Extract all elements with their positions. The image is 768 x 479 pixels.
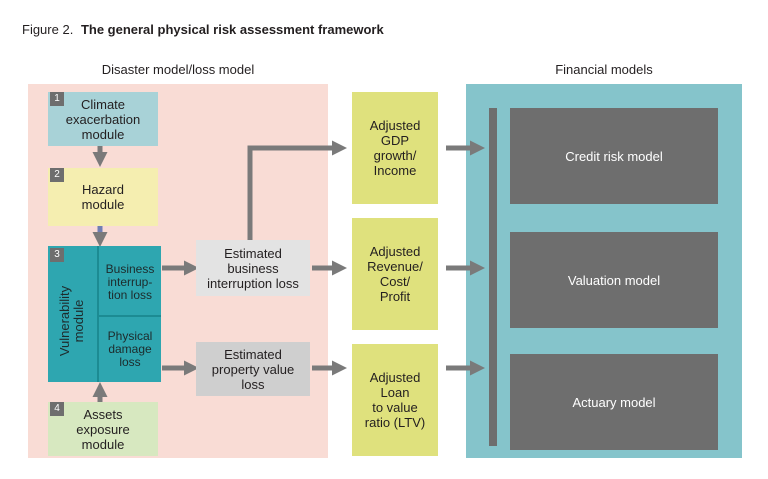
- climate-exacerbation-module: Climate exacerbation module: [48, 92, 158, 146]
- hazard-module: Hazard module: [48, 168, 158, 226]
- vulnerability-module: [48, 246, 161, 382]
- figure-title: Figure 2. The general physical risk asse…: [22, 22, 384, 37]
- financial-section-label: Financial models: [555, 62, 653, 77]
- figure-title-text: The general physical risk assessment fra…: [80, 22, 384, 37]
- module-number-4: 4: [50, 402, 64, 416]
- vulnerability-sub-divider: [99, 315, 161, 317]
- vulnerability-label: Vulnerability module: [57, 285, 86, 357]
- vulnerability-label-wrap: Vulnerability module: [48, 262, 96, 380]
- assets-exposure-module: Assets exposure module: [48, 402, 158, 456]
- actuary-model: Actuary model: [510, 354, 718, 450]
- module-number-2: 2: [50, 168, 64, 182]
- business-interruption-loss-sub: Business interrup- tion loss: [105, 261, 155, 302]
- module-number-3: 3: [50, 248, 64, 262]
- adjusted-revenue-cost-profit: Adjusted Revenue/ Cost/ Profit: [352, 218, 438, 330]
- physical-damage-loss-sub: Physical damage loss: [107, 328, 153, 369]
- figure-number: Figure 2.: [22, 22, 74, 37]
- disaster-section-label: Disaster model/loss model: [101, 62, 255, 77]
- module-number-1: 1: [50, 92, 64, 106]
- estimated-business-interruption-loss: Estimated business interruption loss: [196, 240, 310, 296]
- vulnerability-divider: [97, 246, 99, 382]
- adjusted-gdp-growth: Adjusted GDP growth/ Income: [352, 92, 438, 204]
- adjusted-loan-to-value: Adjusted Loan to value ratio (LTV): [352, 344, 438, 456]
- financial-connector-bar: [489, 108, 497, 446]
- valuation-model: Valuation model: [510, 232, 718, 328]
- estimated-property-value-loss: Estimated property value loss: [196, 342, 310, 396]
- credit-risk-model: Credit risk model: [510, 108, 718, 204]
- arrow-to-gdp: [247, 140, 347, 240]
